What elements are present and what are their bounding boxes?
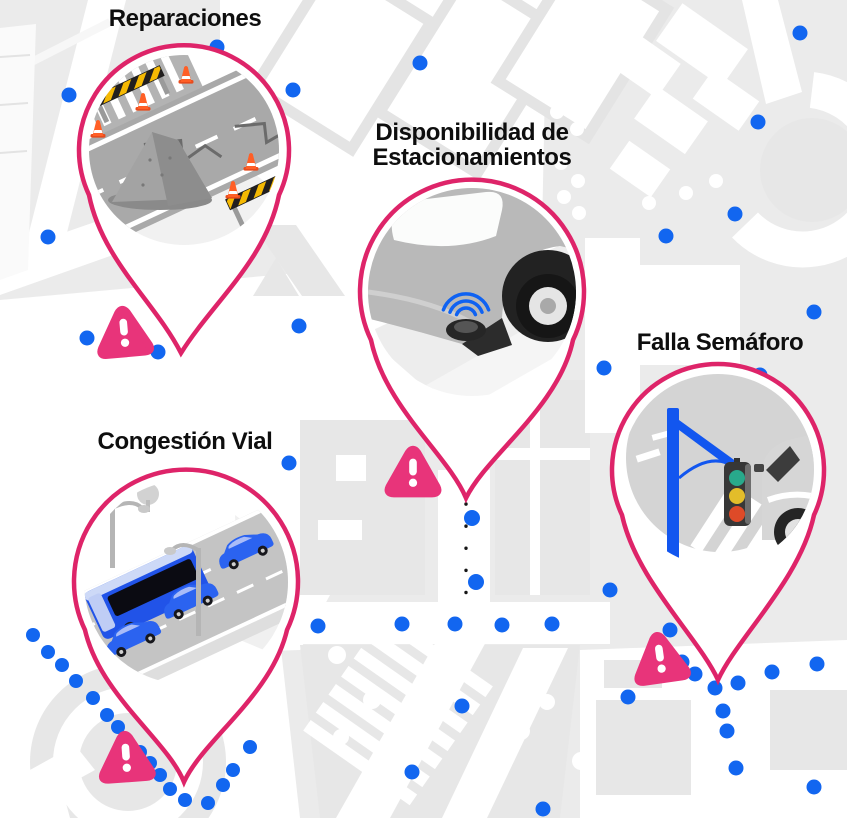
map-pin-falla-semaforo[interactable] xyxy=(609,361,842,686)
tree-dots xyxy=(328,105,723,803)
marker-title-falla-semaforo: Falla Semáforo xyxy=(636,329,804,356)
map-pin-estacionamientos[interactable] xyxy=(357,177,594,504)
gravel-pile xyxy=(108,132,212,210)
parking-sensor-illustration xyxy=(368,188,576,396)
marker-title-reparaciones: Reparaciones xyxy=(108,5,262,32)
signal-waves-icon xyxy=(441,292,491,317)
marker-title-congestion-vial: Congestión Vial xyxy=(97,428,273,455)
map-pin-reparaciones[interactable] xyxy=(36,20,352,358)
marker-title-estacionamientos: Disponibilidad de Estacionamientos xyxy=(372,119,572,171)
street-lamp xyxy=(164,543,201,636)
map-pin-congestion-vial[interactable] xyxy=(14,467,369,788)
hazard-barrier xyxy=(90,65,170,124)
traffic-light-icon xyxy=(724,458,751,526)
parking-sensor-icon xyxy=(446,319,486,341)
